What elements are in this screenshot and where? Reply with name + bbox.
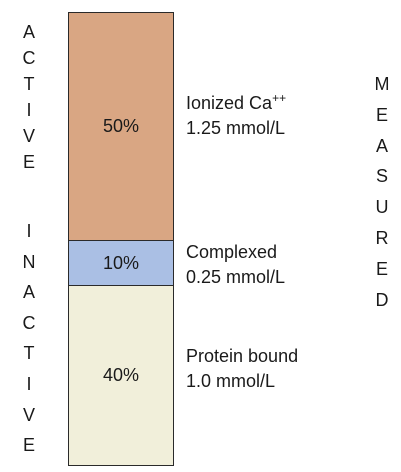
vertical-letter: A: [375, 135, 388, 156]
ionized-segment: 50%: [69, 13, 173, 240]
vertical-letter: U: [375, 197, 389, 218]
vertical-letter: A: [22, 282, 35, 303]
vertical-letter: I: [26, 221, 32, 241]
ionized-label: Ionized Ca++ 1.25 mmol/L: [186, 91, 286, 141]
vertical-letter: R: [375, 227, 389, 248]
vertical-letter: V: [22, 404, 35, 425]
vertical-letter: E: [375, 104, 388, 125]
calcium-fraction-bar: 50% 10% 40%: [68, 12, 174, 466]
vertical-letter: E: [22, 152, 35, 172]
vertical-letter: S: [375, 166, 388, 187]
ionized-value: 1.25 mmol/L: [186, 118, 286, 138]
complexed-segment: 10%: [69, 240, 173, 286]
vertical-letter: C: [22, 312, 36, 333]
complexed-percent: 10%: [102, 252, 140, 273]
ionized-name: Ionized Ca++: [186, 91, 287, 113]
protein-bound-label: Protein bound 1.0 mmol/L: [186, 344, 298, 394]
protein-bound-percent: 40%: [102, 365, 140, 385]
vertical-letter: A: [22, 22, 35, 42]
protein-bound-segment: 40%: [69, 286, 173, 465]
vertical-letter: I: [26, 373, 32, 394]
ionized-charge: ++: [272, 91, 287, 105]
vertical-letter: E: [375, 258, 388, 279]
vertical-letter: C: [22, 48, 36, 68]
vertical-letter: T: [23, 74, 35, 94]
protein-bound-value: 1.0 mmol/L: [186, 371, 276, 391]
complexed-label: Complexed 0.25 mmol/L: [186, 240, 285, 290]
vertical-letter: T: [23, 343, 35, 364]
vertical-letter: E: [22, 435, 35, 456]
vertical-letter: D: [375, 289, 389, 310]
protein-bound-name: Protein bound: [186, 346, 299, 366]
vertical-letter: N: [22, 251, 36, 272]
vertical-letter: I: [26, 100, 32, 120]
complexed-name: Complexed: [186, 242, 278, 262]
vertical-letter: V: [22, 126, 35, 146]
complexed-value: 0.25 mmol/L: [186, 267, 286, 287]
ionized-percent: 50%: [102, 116, 140, 136]
vertical-letter: M: [374, 74, 390, 94]
